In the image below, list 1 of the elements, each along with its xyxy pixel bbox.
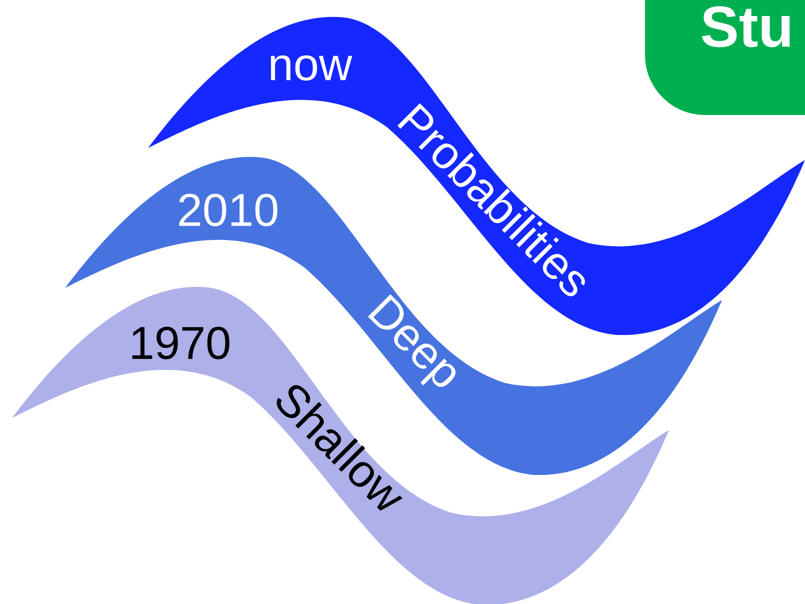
title-box: Stu bbox=[645, 0, 805, 115]
